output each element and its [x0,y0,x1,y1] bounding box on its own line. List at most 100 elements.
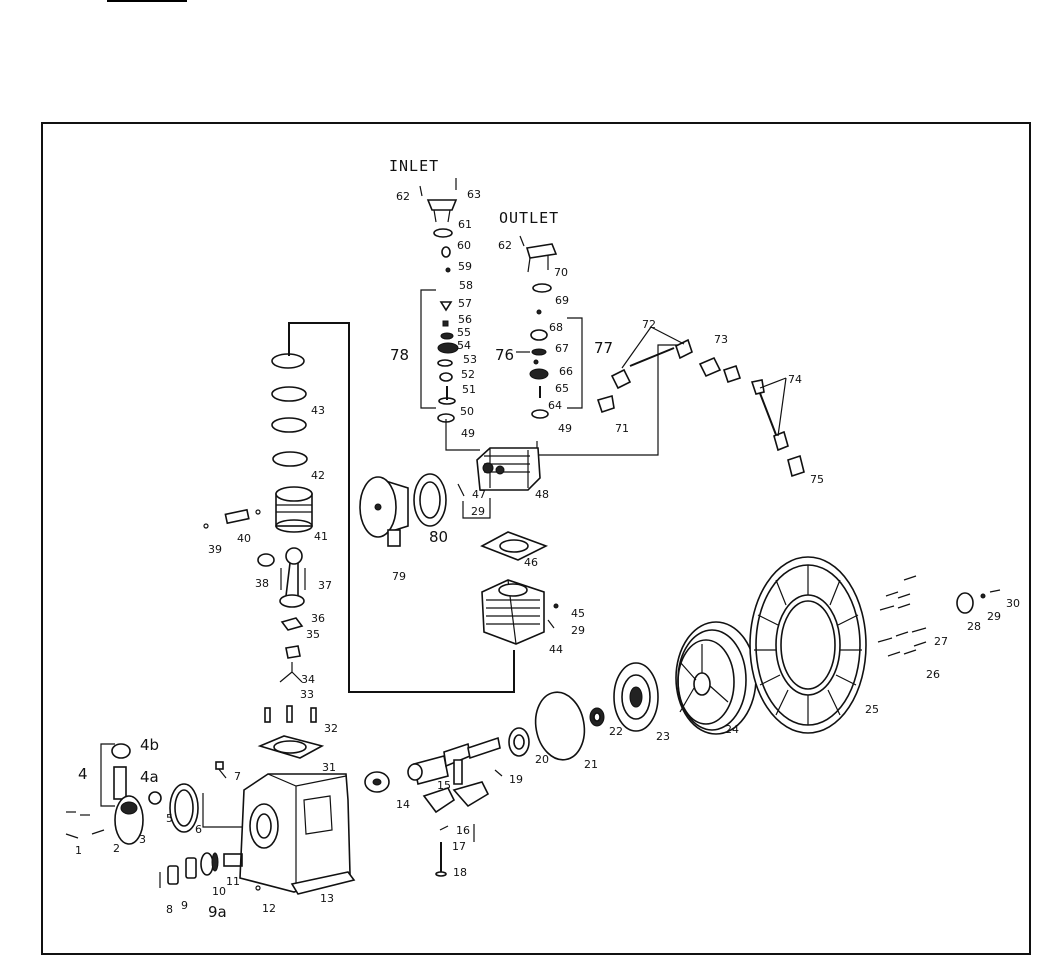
bracket-77 [567,317,583,409]
counterweight-a [422,787,456,814]
screw-17 [439,825,449,831]
label-38: 38 [255,577,269,590]
bearing-20 [508,727,530,757]
cylinder-group-line [288,322,515,693]
part-68 [536,309,542,315]
label-9a: 9a [208,903,227,921]
nut-29 [980,593,986,599]
label-63: 63 [467,188,481,201]
label-26: 26 [926,668,940,681]
label-45: 45 [571,607,585,620]
label-19: 19 [509,773,523,786]
bearing-cover-23 [613,662,659,732]
label-49-inlet: 49 [461,427,475,440]
outlet-cover-part [525,243,558,259]
fitting-73 [698,356,722,378]
label-29-head: 29 [471,505,485,518]
label-58: 58 [459,279,473,292]
gasket-49b [531,409,549,419]
label-28: 28 [967,620,981,633]
label-64: 64 [548,399,562,412]
part-9a [185,857,197,879]
label-80: 80 [429,528,448,546]
label-74: 74 [788,373,802,386]
crankcase-bracket-line [202,793,245,828]
label-33: 33 [300,688,314,701]
label-23: 23 [656,730,670,743]
label-34: 34 [301,673,315,686]
label-76: 76 [495,346,514,364]
label-32: 32 [324,722,338,735]
label-65: 65 [555,382,569,395]
label-62-outlet: 62 [498,239,512,252]
label-30: 30 [1006,597,1020,610]
gasket-21 [534,691,586,761]
part-53 [437,342,459,354]
label-5: 5 [166,812,173,825]
label-71: 71 [615,422,629,435]
key-19 [494,769,503,777]
bolt-group-26-27 [877,575,927,657]
label-27: 27 [934,635,948,648]
label-42: 42 [311,469,325,482]
label-29-right: 29 [987,610,1001,623]
nut-72a [610,368,632,390]
label-9: 9 [181,899,188,912]
label-67: 67 [555,342,569,355]
part-10 [200,852,214,876]
gasket-69 [532,283,552,293]
label-40: 40 [237,532,251,545]
diagram-frame [41,122,1031,955]
part-67 [530,329,548,341]
filter-element-80 [413,473,447,527]
ring-top [271,353,305,369]
bolt-32 [310,707,317,723]
gasket-31 [257,735,325,759]
counterweight-b [452,781,490,808]
elbow-71 [596,394,615,414]
label-46: 46 [524,556,538,569]
label-50: 50 [460,405,474,418]
label-15: 15 [437,779,451,792]
label-79: 79 [392,570,406,583]
label-66: 66 [559,365,573,378]
label-60: 60 [457,239,471,252]
screw-1 [65,833,79,839]
part-58 [445,267,451,273]
label-4: 4 [78,765,88,783]
inlet-valve-line [445,419,480,451]
label-49-outlet: 49 [558,422,572,435]
label-1: 1 [75,844,82,857]
bolt-30 [989,589,1001,593]
part-56 [439,301,453,312]
cylinder-44 [481,579,545,645]
gasket-49a [437,413,455,423]
label-51: 51 [462,383,476,396]
inlet-header: INLET [389,157,439,175]
part-34 [285,645,301,659]
flywheel-25 [749,556,867,734]
label-4b: 4b [140,736,159,754]
label-41: 41 [314,530,328,543]
label-53: 53 [463,353,477,366]
label-31: 31 [322,761,336,774]
part-59 [441,246,451,258]
label-17: 17 [452,840,466,853]
label-25: 25 [865,703,879,716]
nut-72b [675,338,693,360]
gasket-60 [433,228,453,238]
label-44: 44 [549,643,563,656]
label-78: 78 [390,346,409,364]
label-8: 8 [166,903,173,916]
screw-2 [91,829,105,835]
bracket-4 [100,743,115,807]
crankshaft [407,736,501,785]
outlet-valve-stack [519,235,558,419]
ring-42 [272,451,308,467]
part-35 [280,617,304,631]
part-labels: 1 2 3 4 4a 4b 5 6 7 8 9 9a 10 11 12 13 1… [75,188,1020,921]
label-62-inlet: 62 [396,190,410,203]
label-6: 6 [195,823,202,836]
label-72: 72 [642,318,656,331]
